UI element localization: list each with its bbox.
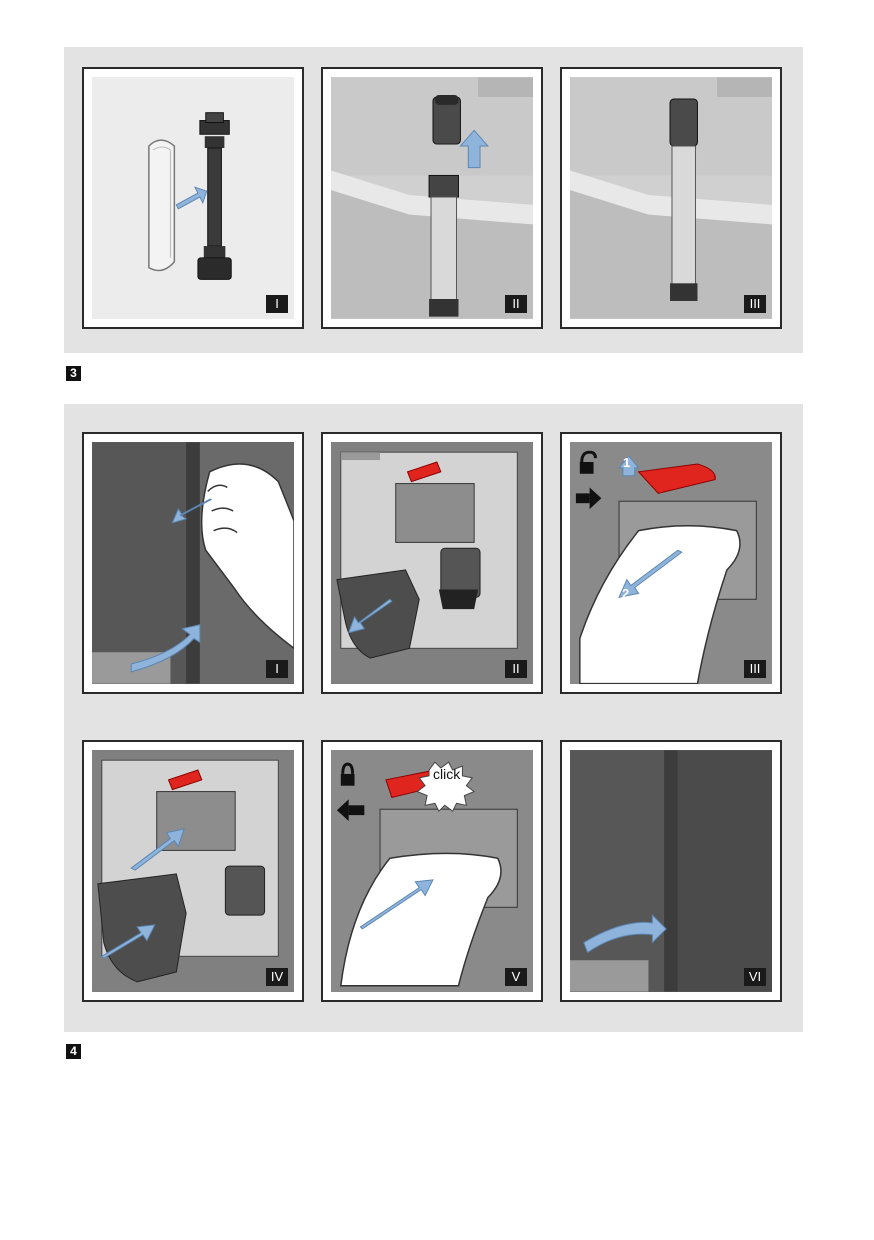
- figure-3-section: I II: [64, 47, 803, 353]
- arrow-number-1: 1: [623, 455, 631, 470]
- step-label: III: [744, 295, 766, 313]
- step-label: VI: [744, 968, 766, 986]
- fig3-panel-2: II: [321, 67, 543, 329]
- step-label: I: [266, 660, 288, 678]
- filter-install-illustration: [331, 77, 533, 319]
- step-label: II: [505, 295, 527, 313]
- step-label: III: [744, 660, 766, 678]
- step-label: IV: [266, 968, 288, 986]
- step-label: V: [505, 968, 527, 986]
- figure-3-number: 3: [66, 366, 81, 381]
- close-door-illustration: [570, 750, 772, 992]
- remove-drip-tray-illustration: [331, 442, 533, 684]
- arrow-number-2: 2: [622, 586, 630, 601]
- fig3-panel-1: I: [82, 67, 304, 329]
- fig4-panel-1: I: [82, 432, 304, 694]
- fig4-panel-4: IV: [82, 740, 304, 1002]
- fig4-panel-2: II: [321, 432, 543, 694]
- reinsert-brew-unit-illustration: [92, 750, 294, 992]
- filter-installed-illustration: [570, 77, 772, 319]
- figure-4-number: 4: [66, 1044, 81, 1059]
- lock-brew-unit-illustration: [331, 750, 533, 992]
- fig4-panel-3: 1 2 III: [560, 432, 782, 694]
- click-callout: click: [433, 766, 461, 782]
- step-label: II: [505, 660, 527, 678]
- figure-4-section: I II: [64, 404, 803, 1032]
- fig3-panel-3: III: [560, 67, 782, 329]
- fig4-panel-6: VI: [560, 740, 782, 1002]
- filter-sleeve-illustration: [148, 112, 232, 280]
- step-label: I: [266, 295, 288, 313]
- open-door-illustration: [92, 442, 294, 684]
- fig4-panel-5: click V: [321, 740, 543, 1002]
- unlock-brew-unit-illustration: [570, 442, 772, 684]
